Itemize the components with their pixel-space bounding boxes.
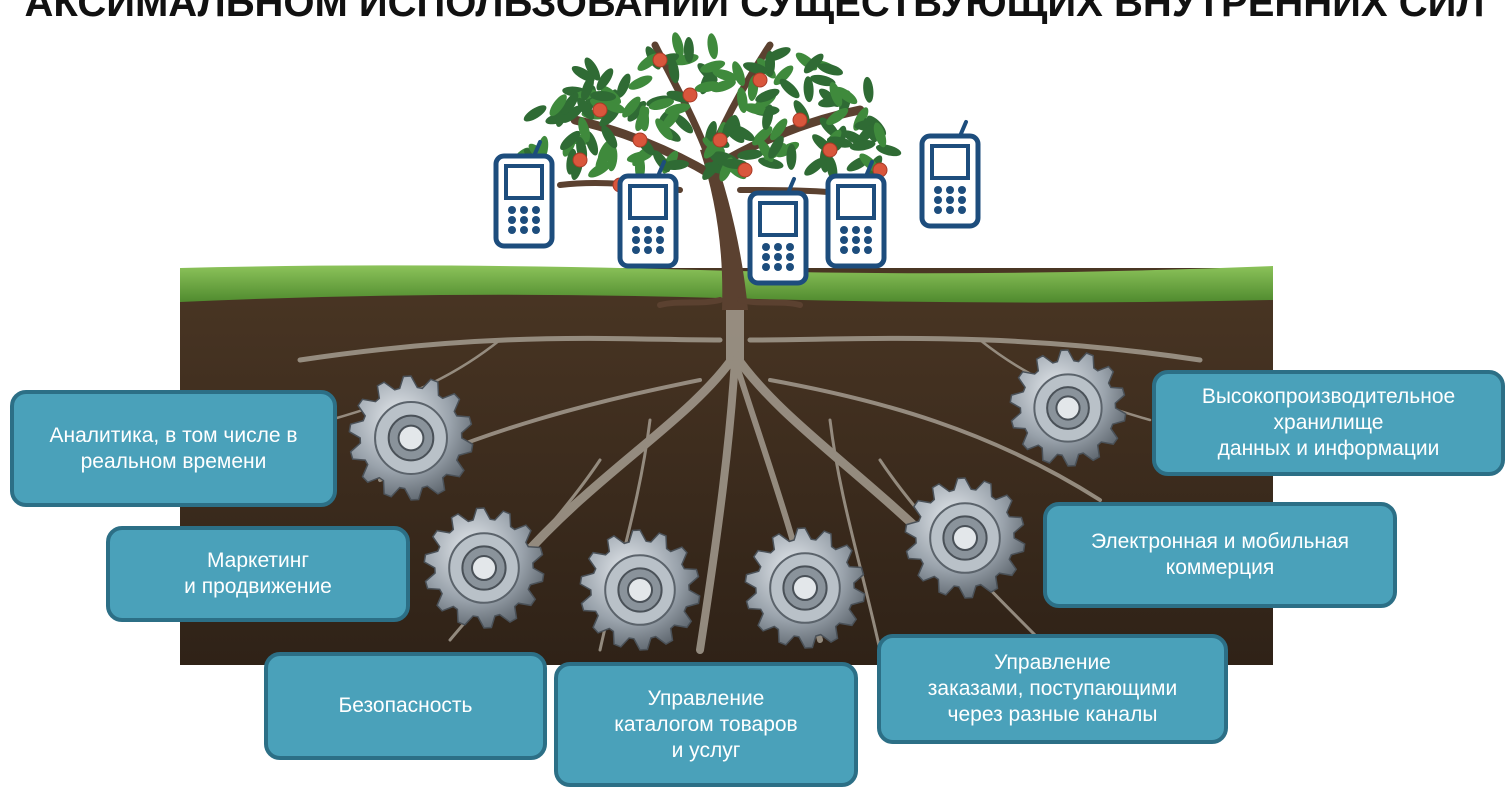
leaf [762,104,774,130]
ecommerce-box: Электронная и мобильная коммерция [1043,502,1397,608]
leaf [768,135,784,159]
gear-icon [904,477,1026,599]
leaf [875,144,902,157]
leaf [755,88,780,103]
marketing-box: Маркетинг и продвижение [106,526,410,622]
leaf [779,78,800,99]
security-box: Безопасность [264,652,547,760]
leaf [700,60,726,73]
apple [822,142,838,158]
apple [652,52,668,68]
apple [712,132,728,148]
leaf [863,76,874,103]
leaf [571,65,595,82]
leaf [849,140,876,151]
gear-icon [423,507,545,629]
leaf [707,33,718,60]
leaf [628,75,653,90]
leaf [638,105,650,132]
apple [572,152,588,168]
gear-icon [1009,349,1127,467]
leaf [561,105,583,123]
leaf [588,161,612,178]
orders-box: Управление заказами, поступающими через … [877,634,1228,744]
apple [752,72,768,88]
catalog-box: Управление каталогом товаров и услуг [554,662,858,787]
apple [632,132,648,148]
mobile-phone-icon [825,160,887,269]
leaf [873,122,887,148]
leaf [590,91,617,102]
leaf [561,92,579,115]
leaf [581,76,594,101]
leaf [829,82,843,107]
leaf [712,69,738,82]
tree-icon [510,32,902,310]
leaf [732,61,746,86]
leaf [758,157,784,169]
leaf [804,157,826,176]
gear-icon [744,527,866,649]
leaf [663,159,690,171]
leaf [616,73,631,98]
leaf [627,100,647,122]
leaf [731,125,755,142]
leaf [835,86,858,105]
leaf [702,159,721,180]
gear-icon [348,375,474,501]
mobile-phone-icon [617,160,679,269]
leaf [578,117,590,143]
mobile-phone-icon [493,140,555,249]
leaf [752,126,773,146]
apple [682,87,698,103]
leaf [810,74,836,87]
leaf [601,125,618,149]
leaf [655,118,673,141]
gears-group [348,349,1127,651]
leaf [817,63,844,76]
apple [737,162,753,178]
leaf [622,96,641,118]
leaf [766,47,791,62]
leaf [694,81,721,93]
mobile-phone-icon [919,120,981,229]
leaf [770,118,788,141]
analytics-box: Аналитика, в том числе в реальном времен… [10,390,337,507]
storage-box: Высокопроизводительное хранилище данных … [1152,370,1505,476]
leaf [856,123,876,145]
leaf [721,115,737,140]
apple [792,112,808,128]
leaf [773,65,794,86]
leaf [743,62,769,75]
leaf [584,57,601,81]
mobile-phone-icon [747,177,809,286]
leaf [596,68,614,91]
phones-group [493,120,981,286]
apple [592,102,608,118]
leaf [803,53,824,74]
leaf [683,37,694,63]
leaf [826,107,849,126]
leaf [560,130,581,151]
leaf [737,87,748,113]
leaf [648,98,675,110]
gear-icon [579,529,701,651]
leaf [803,76,814,103]
leaf [672,32,684,58]
leaf [577,97,595,120]
leaf [673,113,694,134]
leaf [737,149,764,160]
leaf [523,105,547,122]
leaf [549,94,567,117]
leaf [668,57,680,84]
page-title: АКСИМАЛЬНОМ ИСПОЛЬЗОВАНИИ СУЩЕСТВУЮЩИХ В… [24,0,1485,25]
leaf [711,79,736,93]
leaf [786,143,797,170]
leaf [600,99,626,114]
